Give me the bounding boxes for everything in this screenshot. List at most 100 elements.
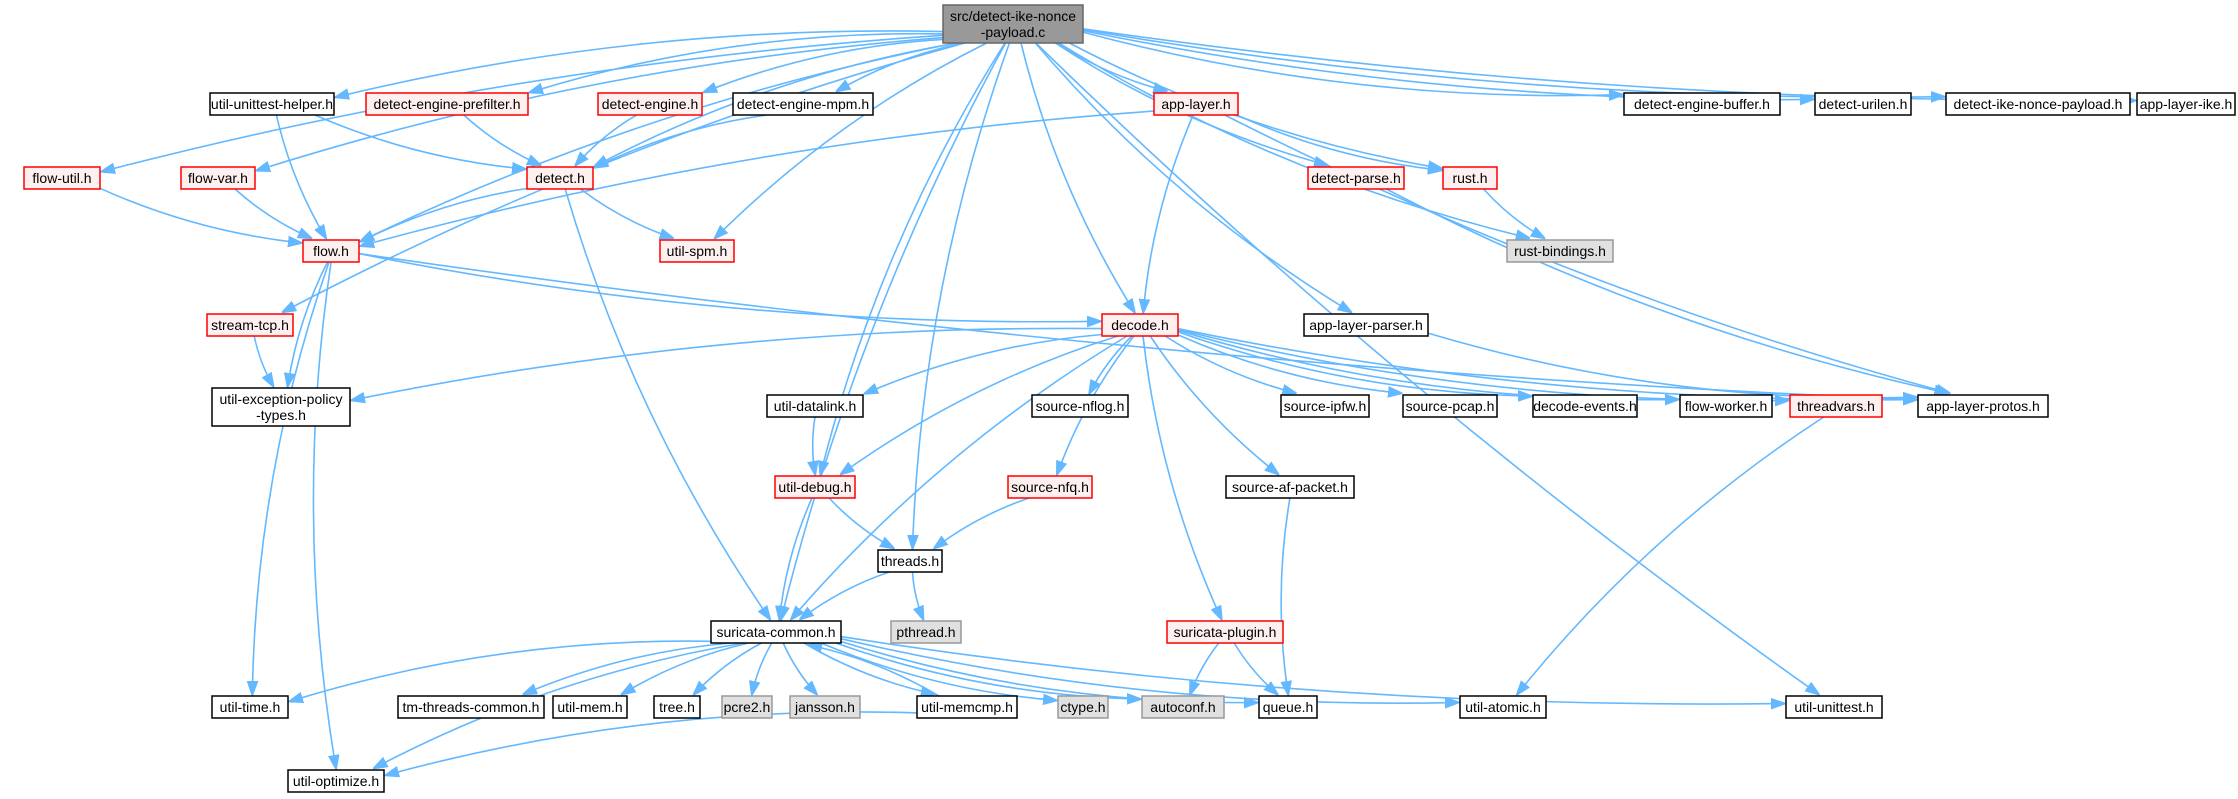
node-source-pcap[interactable]: source-pcap.h [1402,394,1498,418]
edge-app-layer-to-rust [1236,114,1441,170]
node-util-datalink[interactable]: util-datalink.h [766,394,864,418]
edge-suricata-plugin-to-autoconf [1190,642,1220,694]
node-util-memcmp[interactable]: util-memcmp.h [916,695,1018,719]
node-detect-urilen[interactable]: detect-urilen.h [1814,92,1912,116]
node-suricata-plugin[interactable]: suricata-plugin.h [1166,620,1284,644]
edge-detect-parse-to-app-layer-protos [1385,188,1947,393]
node-threadvars[interactable]: threadvars.h [1789,394,1883,418]
node-box-detect-engine-prefilter [365,92,529,116]
edge-source-af-packet-to-queue [1281,497,1290,694]
edge-detect-to-flow [361,187,528,242]
edge-flow-util-to-flow [99,187,301,243]
node-flow[interactable]: flow.h [302,239,360,263]
node-box-decode-events [1532,394,1638,418]
node-util-optimize[interactable]: util-optimize.h [287,769,385,793]
edge-detect-to-util-spm [580,188,673,238]
edge-threads-to-pthread [911,571,924,619]
node-detect-engine[interactable]: detect-engine.h [597,92,703,116]
node-label-root: src/detect-ike-nonce [950,8,1076,24]
node-flow-worker[interactable]: flow-worker.h [1679,394,1773,418]
node-stream-tcp[interactable]: stream-tcp.h [206,313,294,337]
node-source-nflog[interactable]: source-nflog.h [1031,394,1129,418]
node-detect-parse[interactable]: detect-parse.h [1307,166,1405,190]
node-label-jansson: jansson.h [794,699,855,715]
node-util-unittest[interactable]: util-unittest.h [1785,695,1883,719]
node-layer: src/detect-ike-nonce-payload.c util-unitt… [23,4,2236,793]
node-detect-engine-prefilter[interactable]: detect-engine-prefilter.h [365,92,529,116]
node-root[interactable]: src/detect-ike-nonce-payload.c [942,4,1084,44]
node-box-pcre2 [721,695,773,719]
node-detect-engine-mpm[interactable]: detect-engine-mpm.h [732,92,874,116]
node-detect-ike-nonce-payload[interactable]: detect-ike-nonce-payload.h [1945,92,2131,116]
edge-decode-to-util-exception-policy-types [352,327,1103,400]
edge-root-to-decode [1020,42,1135,312]
node-box-root [942,4,1084,44]
node-detect[interactable]: detect.h [526,166,594,190]
node-decode-events[interactable]: decode-events.h [1532,394,1638,418]
node-threads[interactable]: threads.h [877,549,943,573]
node-box-detect [526,166,594,190]
node-box-detect-engine-mpm [732,92,874,116]
node-decode[interactable]: decode.h [1101,313,1179,337]
edge-flow-to-decode [358,252,1100,322]
node-app-layer-protos[interactable]: app-layer-protos.h [1917,394,2049,418]
node-jansson: jansson.h [789,695,861,719]
edge-root-to-flow-util [102,34,944,171]
node-label-detect-engine-buffer: detect-engine-buffer.h [1634,96,1770,112]
node-source-af-packet[interactable]: source-af-packet.h [1225,475,1355,499]
node-label-source-nfq: source-nfq.h [1011,479,1089,495]
node-suricata-common[interactable]: suricata-common.h [710,620,842,644]
node-label-detect-urilen: detect-urilen.h [1819,96,1908,112]
node-label-ctype: ctype.h [1060,699,1105,715]
node-flow-var[interactable]: flow-var.h [180,166,256,190]
node-box-detect-urilen [1814,92,1912,116]
node-util-spm[interactable]: util-spm.h [659,239,735,263]
node-box-util-spm [659,239,735,263]
node-box-suricata-common [710,620,842,644]
node-label-tree: tree.h [659,699,695,715]
edge-decode-to-suricata-plugin [1142,335,1221,619]
node-box-flow-var [180,166,256,190]
node-util-debug[interactable]: util-debug.h [774,475,856,499]
node-source-ipfw[interactable]: source-ipfw.h [1280,394,1370,418]
edge-decode-to-threadvars [1177,328,1788,400]
node-app-layer-parser[interactable]: app-layer-parser.h [1303,313,1429,337]
node-util-mem[interactable]: util-mem.h [552,695,628,719]
node-label-detect: detect.h [535,170,585,186]
node-label-source-pcap: source-pcap.h [1406,398,1495,414]
node-flow-util[interactable]: flow-util.h [23,166,101,190]
node-util-atomic[interactable]: util-atomic.h [1459,695,1547,719]
node-label-source-nflog: source-nflog.h [1036,398,1125,414]
node-util-exception-policy-types[interactable]: util-exception-policy-types.h [211,387,351,427]
edge-decode-to-source-nflog [1090,335,1133,393]
node-label-flow: flow.h [313,243,349,259]
node-tree[interactable]: tree.h [653,695,701,719]
node-label-util-spm: util-spm.h [667,243,728,259]
node-box-app-layer-ike [2136,92,2236,116]
node-label-threadvars: threadvars.h [1797,398,1875,414]
node-util-time[interactable]: util-time.h [211,695,289,719]
node-util-unittest-helper[interactable]: util-unittest-helper.h [209,92,335,116]
node-source-nfq[interactable]: source-nfq.h [1007,475,1093,499]
node-rust[interactable]: rust.h [1442,166,1498,190]
edge-flow-var-to-flow [234,188,311,238]
node-box-app-layer-protos [1917,394,2049,418]
node-app-layer-ike[interactable]: app-layer-ike.h [2136,92,2236,116]
edge-suricata-common-to-tree [694,642,762,694]
node-tm-threads-common[interactable]: tm-threads-common.h [397,695,545,719]
node-label-util-debug: util-debug.h [778,479,851,495]
node-app-layer[interactable]: app-layer.h [1153,92,1239,116]
node-box-source-af-packet [1225,475,1355,499]
node-detect-engine-buffer[interactable]: detect-engine-buffer.h [1623,92,1781,116]
node-box-source-nfq [1007,475,1093,499]
node-box-jansson [789,695,861,719]
edge-flow-to-util-time [252,261,330,694]
node-queue[interactable]: queue.h [1258,695,1318,719]
node-box-util-exception-policy-types [211,387,351,427]
node-box-suricata-plugin [1166,620,1284,644]
node-label-flow-worker: flow-worker.h [1685,398,1767,414]
edge-root-to-app-layer [1056,42,1167,91]
node-label-rust: rust.h [1452,170,1487,186]
edge-root-to-app-layer-parser [1034,42,1351,312]
